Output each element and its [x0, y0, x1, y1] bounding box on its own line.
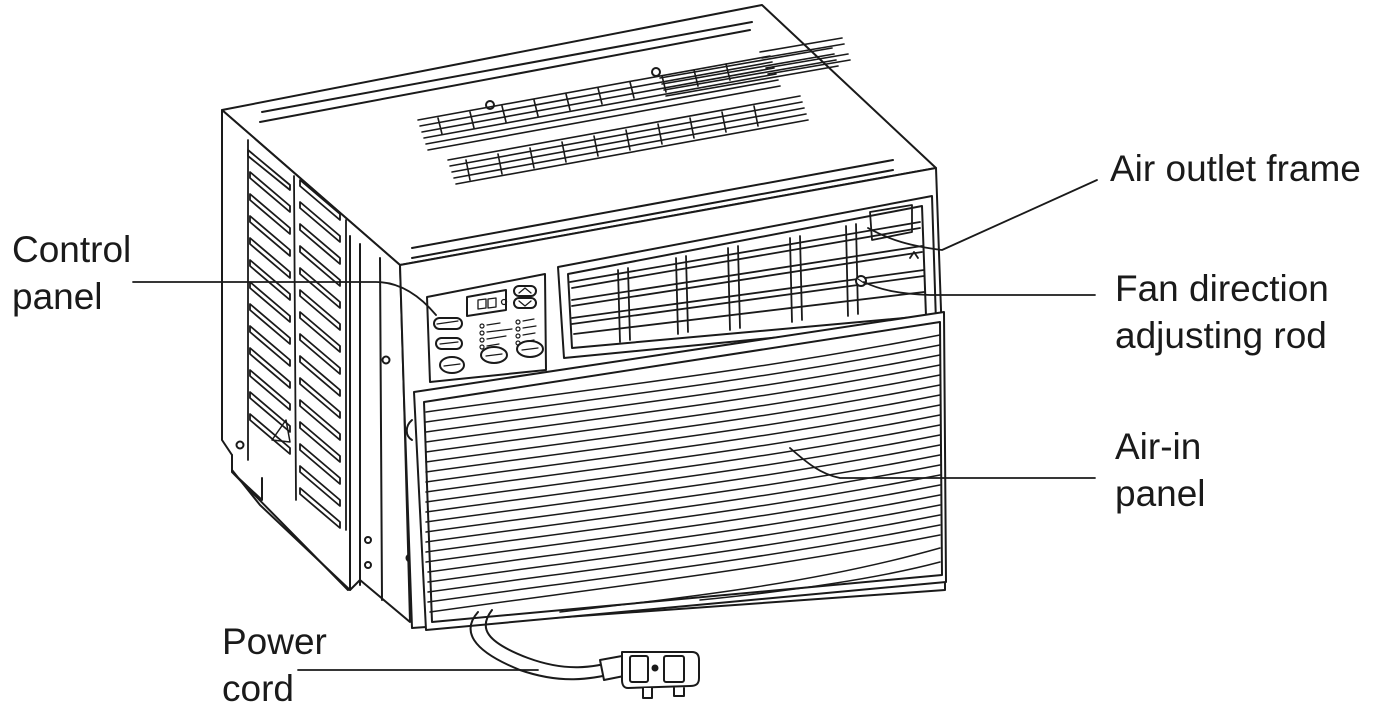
leader-fan-direction-rod	[863, 281, 1096, 296]
timer-button	[435, 337, 463, 350]
sleep-button	[433, 317, 463, 330]
leader-air-outlet-frame	[867, 179, 1098, 251]
control-panel-label-line1: Control	[12, 229, 132, 270]
fan-direction-rod-label: Fan direction adjusting rod	[1115, 265, 1329, 359]
air-in-panel-label-line2: panel	[1115, 473, 1206, 514]
mode-button	[480, 346, 508, 364]
side-louvres	[247, 139, 347, 531]
control-panel	[426, 273, 547, 383]
indicator-leds	[479, 318, 537, 350]
top-vent-grille	[417, 37, 851, 185]
leader-air-in-panel	[789, 447, 1096, 479]
temp-down-button	[513, 297, 537, 309]
power-cord-label: Power cord	[222, 618, 327, 712]
power-cord-label-line2: cord	[222, 668, 294, 709]
power-cord-label-line1: Power	[222, 621, 327, 662]
air-in-slats	[425, 334, 941, 613]
display-window	[466, 289, 507, 317]
temp-up-button	[513, 285, 537, 297]
fan-direction-rod-label-line1: Fan direction	[1115, 268, 1329, 309]
leader-lines	[132, 179, 1098, 671]
air-in-panel	[405, 311, 947, 631]
plug-body	[621, 651, 700, 689]
fan-direction-rod-label-line2: adjusting rod	[1115, 315, 1327, 356]
air-outlet-frame-label-line1: Air outlet frame	[1110, 148, 1361, 189]
control-panel-label-line2: panel	[12, 276, 103, 317]
leader-control-panel	[132, 281, 437, 316]
power-button	[439, 356, 465, 374]
control-panel-label: Control panel	[12, 226, 131, 320]
power-cord	[469, 609, 700, 699]
air-outlet-frame-label: Air outlet frame	[1110, 145, 1361, 192]
air-in-panel-label-line1: Air-in	[1115, 426, 1202, 467]
air-in-panel-label: Air-in panel	[1115, 423, 1206, 517]
